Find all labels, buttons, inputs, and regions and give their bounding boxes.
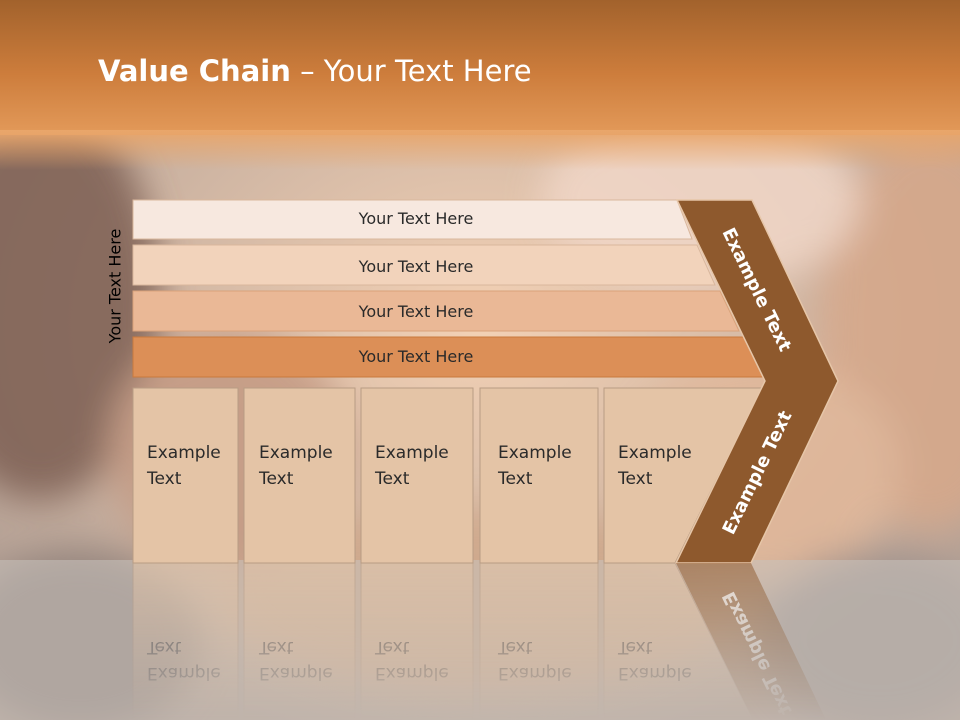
support-bar-3-label: Your Text Here: [358, 302, 474, 321]
reflection-column-3-line1: Example: [375, 663, 449, 683]
reflection-column-4: [479, 562, 599, 720]
support-bar-4-label: Your Text Here: [358, 347, 474, 366]
reflection-column-5: [603, 562, 754, 720]
support-bar-1: Your Text Here: [132, 199, 693, 240]
activity-column-3: Example Text: [360, 387, 474, 564]
reflection-chevron: [676, 563, 827, 720]
activity-column-2: Example Text: [243, 387, 356, 564]
reflection-column-1-line1: Example: [147, 663, 221, 683]
support-bar-2-label: Your Text Here: [358, 257, 474, 276]
reflection-column-2-line1: Example: [259, 663, 333, 683]
activity-column-3-line1: Example: [375, 443, 449, 463]
activity-column-5-line2: Text: [617, 469, 653, 489]
reflection-column-4-line2: Text: [497, 637, 533, 657]
reflection-column-1-line2: Text: [146, 637, 182, 657]
reflection-column-2-line2: Text: [258, 637, 294, 657]
reflection-column-5-line2: Text: [617, 637, 653, 657]
activity-column-1-line1: Example: [147, 443, 221, 463]
activity-column-3-line2: Text: [374, 469, 410, 489]
title-bold: Value Chain: [98, 54, 291, 88]
activity-column-2-line2: Text: [258, 469, 294, 489]
activity-column-4-line2: Text: [497, 469, 533, 489]
support-bar-2: Your Text Here: [132, 244, 716, 286]
support-bar-3: Your Text Here: [132, 290, 740, 332]
activity-column-1: Example Text: [132, 387, 239, 564]
reflection-column-2: [243, 562, 356, 720]
reflection-column-4-line1: Example: [498, 663, 572, 683]
support-bar-1-shape: [132, 199, 693, 240]
activity-column-4-line1: Example: [498, 443, 572, 463]
activity-column-1-line2: Text: [146, 469, 182, 489]
diagram-reflection: Example Text Example Text Example Text E…: [132, 562, 827, 720]
support-bar-2-shape: [132, 244, 716, 286]
page-title: Value Chain – Your Text Here: [98, 54, 532, 88]
support-bar-3-shape: [132, 290, 740, 332]
reflection-column-1: [132, 562, 239, 720]
activity-column-2-line1: Example: [259, 443, 333, 463]
activity-column-1-box: [132, 387, 239, 564]
reflection-column-5-line1: Example: [618, 663, 692, 683]
activity-column-4: Example Text: [479, 387, 599, 564]
support-bar-1-label: Your Text Here: [358, 209, 474, 228]
activity-column-3-box: [360, 387, 474, 564]
activity-column-4-box: [479, 387, 599, 564]
reflection-column-3-line2: Text: [374, 637, 410, 657]
activity-column-5-line1: Example: [618, 443, 692, 463]
support-bar-4: Your Text Here: [132, 336, 764, 378]
title-rest: – Your Text Here: [290, 54, 532, 88]
reflection-column-3: [360, 562, 474, 720]
